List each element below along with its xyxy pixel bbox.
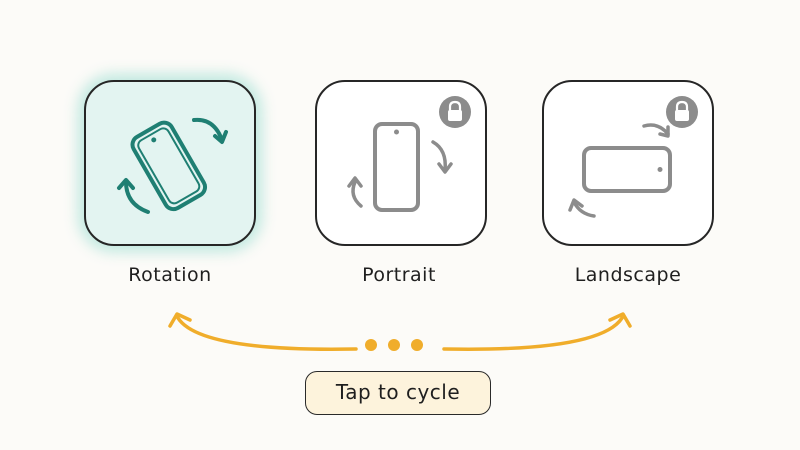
landscape-mode-tile[interactable]	[542, 80, 714, 246]
portrait-phone-icon	[347, 122, 453, 212]
rotation-label: Rotation	[128, 264, 212, 286]
lock-icon	[666, 96, 698, 128]
tap-to-cycle-hint: Tap to cycle	[305, 371, 491, 415]
cycle-dot	[411, 339, 423, 351]
left-cycle-arrow	[176, 316, 358, 351]
landscape-phone-icon	[568, 123, 672, 218]
portrait-label: Portrait	[362, 264, 436, 286]
right-arrowhead	[608, 312, 632, 328]
right-cycle-arrow	[442, 316, 624, 351]
cycle-dot	[365, 339, 377, 351]
cycle-dots	[365, 339, 423, 351]
left-arrowhead	[168, 312, 192, 328]
portrait-mode-tile[interactable]	[315, 80, 487, 246]
rotate-phone-icon	[117, 117, 228, 214]
lock-icon	[439, 96, 471, 128]
rotation-mode-tile[interactable]	[84, 80, 256, 246]
cycle-dot	[388, 339, 400, 351]
landscape-label: Landscape	[574, 264, 682, 286]
